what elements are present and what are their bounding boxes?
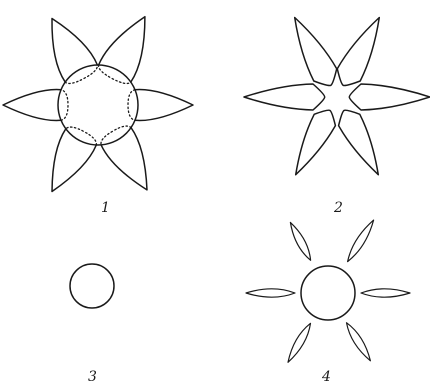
panel-2-label: 2 [333,200,343,216]
panel-2 [244,18,430,175]
petal-4 [347,323,371,361]
petal-1 [290,222,310,260]
panel-3 [70,264,114,308]
panel-4-label: 4 [321,369,331,385]
petal-base-2 [99,65,131,83]
panel-3-label: 3 [88,369,97,385]
petal-base-5 [66,127,97,145]
disc [301,266,355,320]
petal-3 [349,84,430,110]
panel-1-label: 1 [101,200,110,216]
petal-2 [348,220,374,262]
petal-base-1 [65,65,97,83]
petal-6 [246,289,295,297]
petal-6 [244,84,325,110]
petal-2 [337,18,379,86]
disc [70,264,114,308]
petal-5 [52,129,96,192]
petal-6 [3,90,61,121]
petal-4 [101,128,147,190]
petal-4 [339,110,379,174]
petal-base-4 [101,126,131,145]
panel-4 [246,220,410,362]
petal-5 [296,110,336,174]
petal-base-3 [128,90,135,121]
petal-base-6 [61,90,68,121]
petal-3 [135,90,193,121]
petal-3 [361,289,410,297]
petal-1 [295,18,337,86]
disc [58,65,138,145]
petal-5 [288,323,311,362]
panel-1 [3,17,193,192]
